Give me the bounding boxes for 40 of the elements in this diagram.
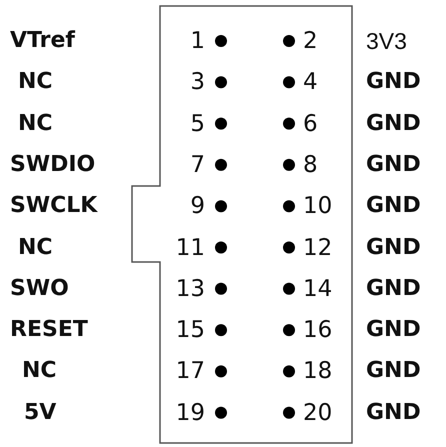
pin-number: 15 [176,316,205,344]
signal-name: NC [18,68,53,96]
signal-name: SWO [10,274,69,303]
signal-name: GND [366,398,421,427]
signal-name: GND [366,150,421,179]
signal-name: GND [366,192,421,220]
signal-name: SWDIO [10,150,96,179]
pin-number: 6 [303,110,318,138]
pin-number: 10 [303,192,332,220]
signal-name: 3V3 [366,27,407,55]
signal-name: 5V [24,398,56,427]
signal-name: GND [366,274,421,303]
pin-number: 4 [303,68,318,96]
pin-number: 18 [303,357,332,386]
pin-number: 1 [190,27,205,55]
pin-number: 5 [190,110,205,138]
signal-name: GND [366,357,421,386]
pin-number: 19 [176,398,205,427]
signal-name: GND [366,316,421,344]
signal-name: NC [18,234,53,262]
signal-name: NC [22,357,57,386]
pin-number: 9 [190,192,205,220]
pin-number: 14 [303,274,332,303]
pin-number: 13 [176,274,205,303]
signal-name: GND [366,234,421,262]
pin-number: 2 [303,27,318,55]
signal-name: VTref [10,27,75,55]
pin-number: 8 [303,150,318,179]
signal-name: NC [18,110,53,138]
signal-name: GND [366,110,421,138]
signal-name: SWCLK [10,192,98,220]
pin-number: 16 [303,316,332,344]
pin-number: 12 [303,234,332,262]
signal-name: RESET [10,316,88,344]
pin-number: 17 [176,357,205,386]
signal-name: GND [366,68,421,96]
pin-number: 7 [190,150,205,179]
pin-number: 20 [303,398,332,427]
pin-number: 3 [190,68,205,96]
pin-number: 11 [176,234,205,262]
